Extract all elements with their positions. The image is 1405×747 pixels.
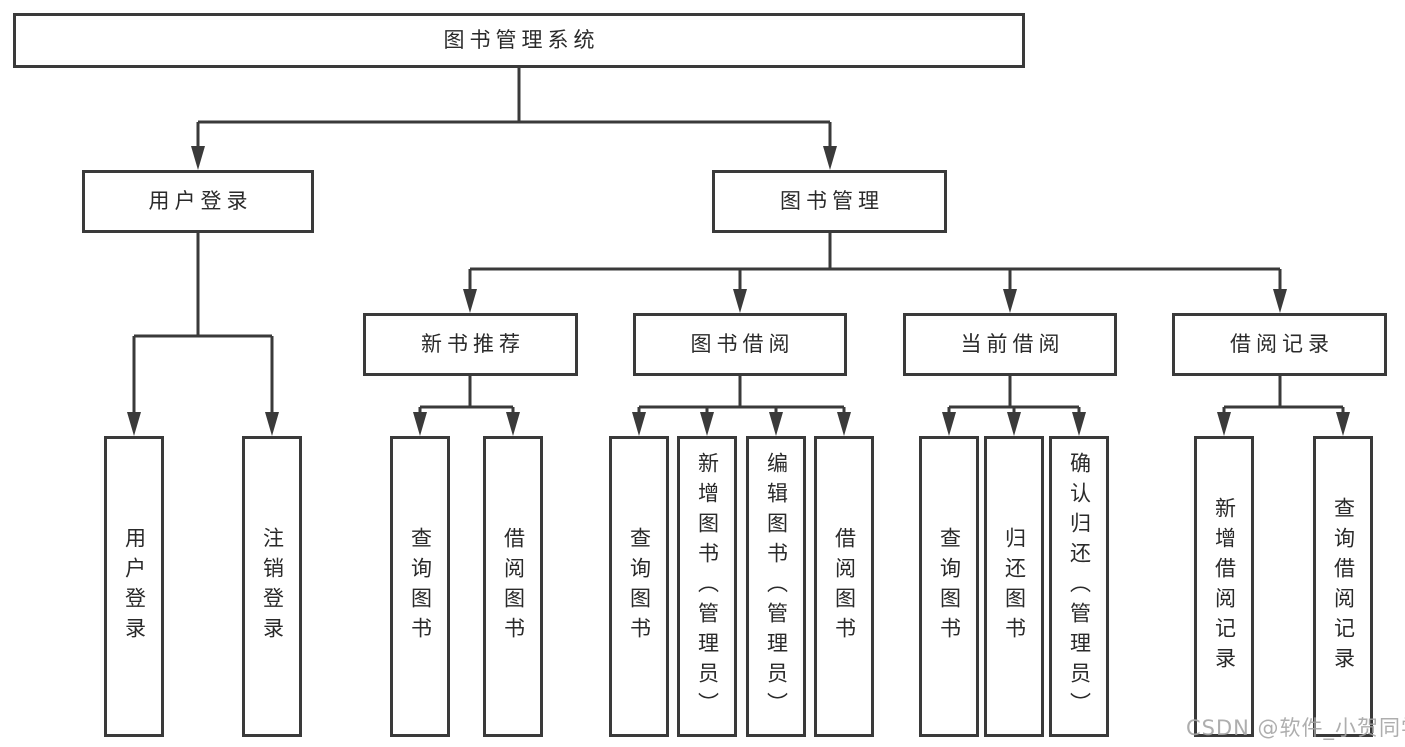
leaf-label: 查询图书 [937, 526, 962, 647]
node-book-borrowing: 图书借阅 [633, 313, 847, 376]
node-current-borrowing: 当前借阅 [903, 313, 1117, 376]
node-label: 用户登录 [148, 189, 253, 213]
leaf-cb-confirm-return-admin: 确认归还（管理员） [1049, 436, 1109, 737]
leaf-user-login: 用户登录 [104, 436, 164, 737]
leaf-label: 归还图书 [1002, 526, 1027, 647]
leaf-logout-login: 注销登录 [242, 436, 302, 737]
leaf-label: 新增图书（管理员） [695, 451, 720, 722]
leaf-label: 借阅图书 [832, 526, 857, 647]
leaf-label: 确认归还（管理员） [1067, 451, 1092, 722]
leaf-label: 查询图书 [627, 526, 652, 647]
leaf-nbr-borrow-books: 借阅图书 [483, 436, 543, 737]
leaf-label: 编辑图书（管理员） [764, 451, 789, 722]
csdn-watermark: CSDN @软件_小贺同学 [1186, 716, 1405, 740]
node-label: 当前借阅 [960, 332, 1065, 356]
node-book-management: 图书管理 [712, 170, 947, 233]
node-label: 新书推荐 [421, 332, 525, 356]
leaf-label: 借阅图书 [501, 526, 526, 647]
leaf-cb-query-books: 查询图书 [919, 436, 979, 737]
leaf-cb-return-books: 归还图书 [984, 436, 1044, 737]
leaf-label: 注销登录 [260, 526, 285, 647]
leaf-label: 查询借阅记录 [1331, 496, 1356, 677]
node-borrowing-records: 借阅记录 [1172, 313, 1387, 376]
leaf-br-query-record: 查询借阅记录 [1313, 436, 1373, 737]
leaf-label: 查询图书 [408, 526, 433, 647]
node-label: 借阅记录 [1230, 332, 1334, 356]
arrowheads [127, 146, 1350, 436]
node-new-book-recommend: 新书推荐 [363, 313, 578, 376]
leaf-bb-borrow-books: 借阅图书 [814, 436, 874, 737]
leaf-label: 用户登录 [122, 526, 147, 647]
leaf-label: 新增借阅记录 [1212, 496, 1237, 677]
node-label: 图书管理系统 [443, 28, 600, 52]
leaf-bb-add-books-admin: 新增图书（管理员） [677, 436, 737, 737]
node-user-login: 用户登录 [82, 170, 314, 233]
node-label: 图书管理 [780, 189, 884, 213]
leaf-bb-query-books: 查询图书 [609, 436, 669, 737]
leaf-br-add-record: 新增借阅记录 [1194, 436, 1254, 737]
leaf-bb-edit-books-admin: 编辑图书（管理员） [746, 436, 806, 737]
node-library-system: 图书管理系统 [13, 13, 1025, 68]
leaf-nbr-query-books: 查询图书 [390, 436, 450, 737]
node-label: 图书借阅 [690, 332, 795, 356]
